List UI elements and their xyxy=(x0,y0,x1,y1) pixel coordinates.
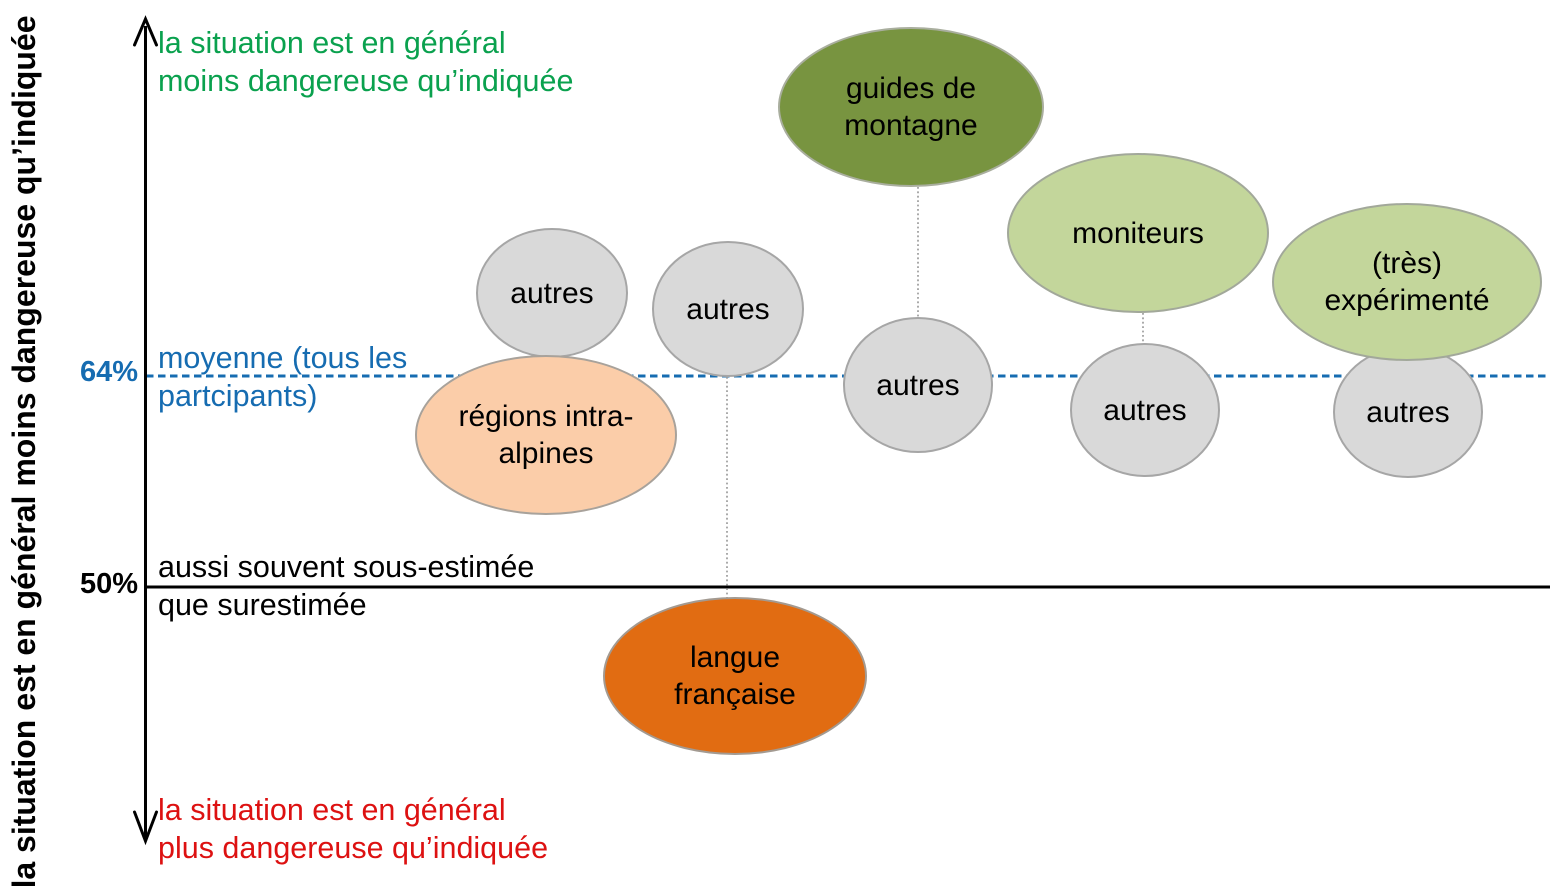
bubble-autres-5: autres xyxy=(1333,346,1483,478)
bubble-autres-4-label: autres xyxy=(1103,393,1187,427)
tick-label-64: 64% xyxy=(79,356,138,388)
arrow-down-icon xyxy=(133,810,158,846)
bubble-tres-experimente: (très) expérimenté xyxy=(1272,203,1542,361)
y-axis-title: la situation est en général moins danger… xyxy=(6,15,42,886)
tick-label-50: 50% xyxy=(79,568,138,600)
bottom-annotation: la situation est en général plus dangere… xyxy=(158,793,549,865)
bubble-autres-1-label: autres xyxy=(510,276,594,310)
bubble-autres-1: autres xyxy=(476,228,628,358)
bubble-autres-3-label: autres xyxy=(876,368,960,402)
bubble-langue-francaise-label: langue française xyxy=(674,641,796,711)
bubble-autres-3: autres xyxy=(843,317,993,453)
bubble-guides-de-montagne: guides de montagne xyxy=(778,27,1044,187)
bubble-autres-2: autres xyxy=(652,241,804,377)
arrow-up-icon xyxy=(133,15,158,47)
mean-line-annotation: moyenne (tous les partcipants) xyxy=(158,341,408,413)
bubble-tres-experimente-label: (très) expérimenté xyxy=(1324,247,1490,317)
bubble-moniteurs: moniteurs xyxy=(1007,153,1269,313)
top-annotation: la situation est en général moins danger… xyxy=(158,26,574,98)
bubble-regions-intra-alpines-label: régions intra- alpines xyxy=(458,400,634,470)
bubble-guides-de-montagne-label: guides de montagne xyxy=(844,72,978,142)
bubble-autres-5-label: autres xyxy=(1366,395,1450,429)
bubble-autres-2-label: autres xyxy=(686,292,770,326)
fifty-line-annotation: aussi souvent sous-estimée que surestimé… xyxy=(158,550,535,622)
bubble-regions-intra-alpines: régions intra- alpines xyxy=(415,355,677,515)
bubble-moniteurs-label: moniteurs xyxy=(1072,216,1204,250)
bubble-langue-francaise: langue française xyxy=(603,597,867,755)
bubble-autres-4: autres xyxy=(1070,343,1220,477)
